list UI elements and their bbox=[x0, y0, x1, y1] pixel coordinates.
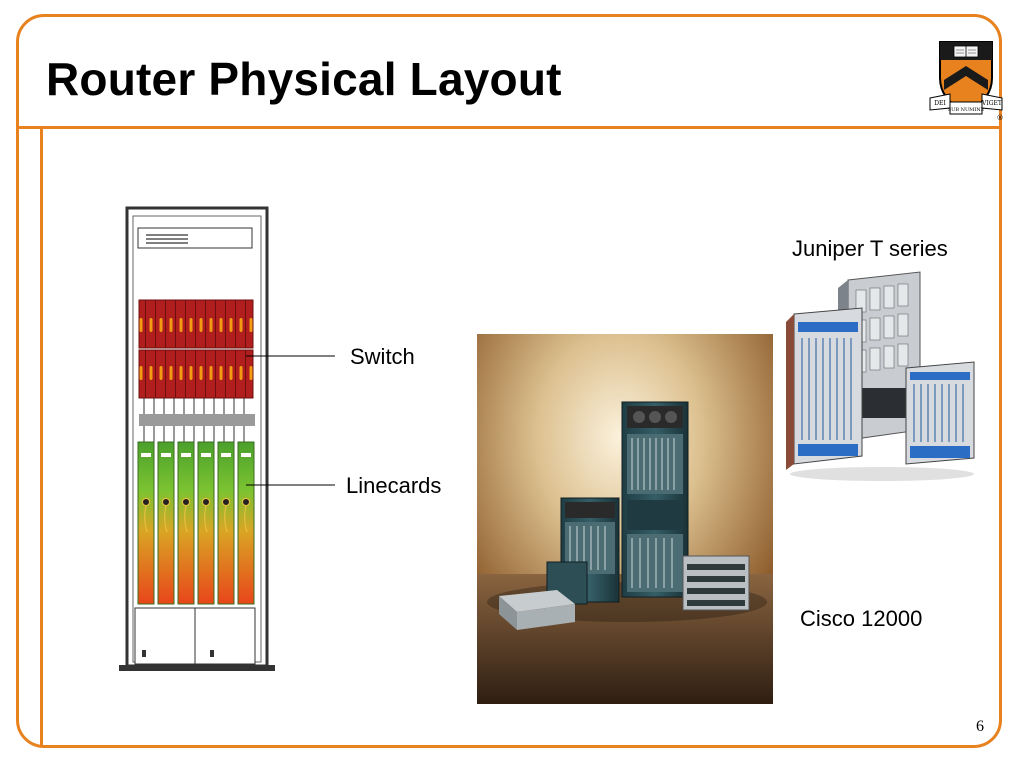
left-accent-bar bbox=[40, 128, 43, 746]
cisco-label: Cisco 12000 bbox=[800, 606, 923, 631]
logo-registered-mark: ® bbox=[997, 114, 1004, 122]
slide-frame bbox=[16, 14, 1002, 748]
juniper-t-series-photo bbox=[782, 270, 986, 486]
page-number: 6 bbox=[976, 718, 984, 735]
logo-scroll-right-text: VIGET bbox=[981, 100, 1002, 107]
leader-lines bbox=[246, 355, 335, 486]
princeton-shield-logo: DEI SUB NUMINE VIGET ® bbox=[929, 41, 1004, 122]
cisco-12000-photo bbox=[477, 334, 773, 704]
logo-scroll-left-text: DEI bbox=[934, 100, 946, 107]
switch-label: Switch bbox=[350, 344, 415, 369]
logo-scroll-center-text: SUB NUMINE bbox=[948, 107, 985, 113]
juniper-label: Juniper T series bbox=[792, 236, 948, 261]
title-divider bbox=[18, 126, 1002, 129]
router-rack-diagram bbox=[119, 206, 275, 671]
slide-title: Router Physical Layout bbox=[46, 53, 562, 105]
linecards-label: Linecards bbox=[346, 473, 442, 498]
